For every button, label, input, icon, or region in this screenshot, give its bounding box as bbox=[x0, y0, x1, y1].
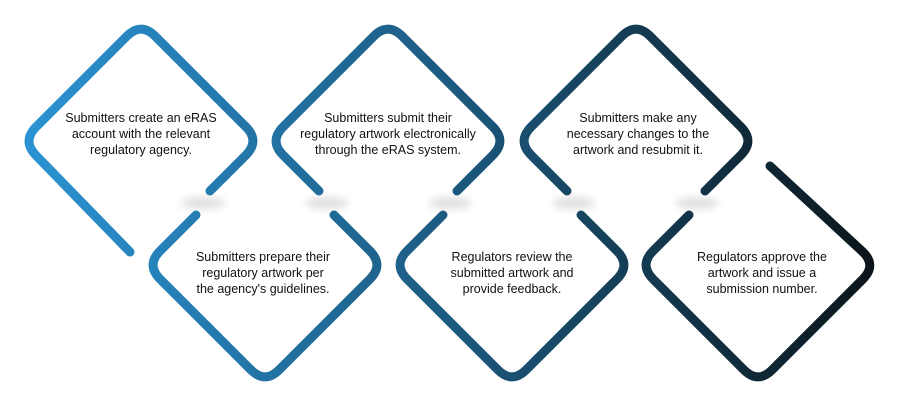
weave-shadow-3 bbox=[428, 197, 472, 209]
step-5-diamond-outline bbox=[519, 24, 753, 196]
weave-shadow-2 bbox=[305, 197, 349, 209]
step-3-diamond-outline bbox=[271, 24, 505, 196]
weave-shadow-4 bbox=[552, 197, 596, 209]
step-4-diamond-outline bbox=[395, 210, 629, 382]
weave-shadows bbox=[181, 197, 719, 209]
diamond-outlines bbox=[24, 24, 875, 382]
weave-shadow-5 bbox=[675, 197, 719, 209]
step-1-diamond-outline bbox=[24, 24, 258, 257]
weave-shadow-1 bbox=[181, 197, 225, 209]
step-2-diamond-outline bbox=[148, 210, 382, 382]
step-6-diamond-outline bbox=[641, 161, 875, 382]
